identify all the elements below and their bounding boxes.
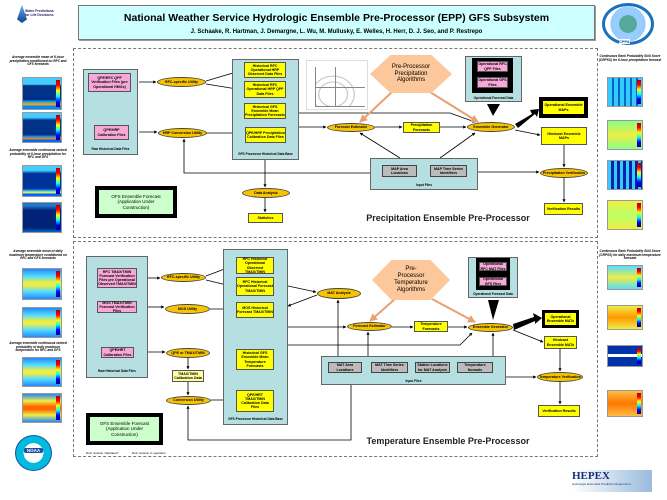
- crpss-heatmap: [607, 120, 643, 150]
- precip-gfs-file[interactable]: Historical GFS Ensemble Mean Precipitati…: [244, 103, 286, 119]
- temp-section-title: Temperature Ensemble Pre-Processor: [366, 436, 530, 446]
- crpss-heatmap: [607, 390, 643, 417]
- temp-calibration-data[interactable]: TMAX/TMIN Calibration Data: [172, 370, 204, 382]
- temp-heatmap: [22, 393, 62, 423]
- temp-forecast-estimator[interactable]: Forecast Estimator: [347, 322, 392, 331]
- temp-forecasts[interactable]: Temperature Forecasts: [414, 321, 448, 332]
- right-chart-title: Continuous Rank Probability Skill Score …: [598, 54, 662, 62]
- crpss-heatmap: [607, 77, 643, 107]
- precip-forecast-estimator[interactable]: Forecast Estimator: [327, 123, 375, 132]
- left-chart-title: Average ensemble mean of daily maximum t…: [9, 249, 67, 261]
- crpss-heatmap: [607, 345, 643, 367]
- precip-ensemble-generator[interactable]: Ensemble Generator: [467, 122, 515, 132]
- precip-gfs-file[interactable]: QPE/HRP Precipitation Calibration Data F…: [245, 127, 286, 143]
- temp-input-file[interactable]: Temperature Normals: [457, 362, 493, 373]
- precip-input-file[interactable]: MAP Time Series Identifiers: [430, 165, 467, 177]
- precip-verification[interactable]: Precipitation Verification: [540, 168, 588, 178]
- noaa-logo: NOAA: [15, 435, 52, 471]
- temp-heatmap: [22, 268, 62, 300]
- cppa-logo: CPPA: [602, 3, 654, 45]
- temp-rfc-utility[interactable]: RFC-specific Utility: [161, 273, 206, 282]
- precip-statistics[interactable]: Statistics: [248, 213, 283, 223]
- temp-verification[interactable]: Temperature Verification: [537, 372, 583, 382]
- temp-heatmap: [22, 357, 62, 387]
- water-predictions-logo: Water Predictions for Life Decisions: [5, 5, 55, 27]
- temp-operational-ensemble[interactable]: Operational Ensemble MATs: [542, 310, 579, 328]
- temp-mos-utility[interactable]: MOS Utility: [165, 304, 210, 314]
- temp-input-file[interactable]: MAT Area Locations: [328, 362, 362, 373]
- temp-tmax-utility[interactable]: QPE or TMAX/TMIN: [166, 348, 210, 358]
- temp-hindcast-ensemble[interactable]: Hindcast Ensemble MATs: [544, 336, 577, 349]
- temp-gfs-file[interactable]: MOS Historical Forecast TMAX/TMIN: [236, 302, 274, 318]
- title-banner: National Weather Service Hydrologic Ense…: [78, 5, 595, 40]
- temp-gfs-file[interactable]: QPE/HRT TMAX/TMIN Calibration Data Files: [236, 390, 274, 412]
- temp-gfs-file[interactable]: RFC Historical Operational Observed TMAX…: [236, 257, 274, 274]
- temp-gfs-file[interactable]: Historical GFS Ensemble Mean Temperature…: [236, 349, 274, 370]
- precip-section-title: Precipitation Ensemble Pre-Processor: [366, 213, 530, 223]
- precip-heatmap: [22, 165, 62, 197]
- precip-input-file[interactable]: MAP Area Locations: [382, 165, 417, 177]
- temp-input-file[interactable]: MAT Time Series Identifiers: [371, 362, 408, 373]
- temp-raw-file[interactable]: RFC TMAX/TMIN Forecast Verification File…: [97, 268, 137, 288]
- temp-gfs-file[interactable]: RFC Historical Operational Forecast TMAX…: [236, 277, 274, 296]
- precip-ofs-box: OFS Ensemble Forecast (Application Under…: [95, 186, 177, 218]
- authors: J. Schaake, R. Hartman, J. Demargne, L. …: [190, 29, 483, 35]
- temp-input-file[interactable]: Station Locations for MAT Analysis: [415, 362, 450, 373]
- temp-raw-file[interactable]: QPE/HRT Calibration Files: [101, 347, 134, 358]
- page-title: National Weather Service Hydrologic Ense…: [123, 12, 550, 24]
- crpss-heatmap: [607, 265, 643, 290]
- precip-section: [73, 48, 598, 238]
- crpss-heatmap: [607, 160, 643, 190]
- temp-note: DoC revision in operation: [132, 451, 166, 455]
- precip-op-file[interactable]: Operational RFC QPF Files: [477, 61, 508, 72]
- precip-heatmap: [22, 202, 62, 233]
- left-chart-title: Average ensemble continuous ranked proba…: [9, 341, 67, 353]
- precip-rfc-utility[interactable]: RFC-specific Utility: [157, 77, 206, 87]
- precip-forecasts[interactable]: Precipitation Forecasts: [403, 122, 440, 133]
- temp-mat-analysis[interactable]: MAT Analysis: [317, 288, 361, 299]
- temp-section: [73, 241, 598, 457]
- temp-ensemble-generator[interactable]: Ensemble Generator: [468, 323, 513, 332]
- precip-heatmap: [22, 77, 62, 110]
- temp-verification-results[interactable]: Verification Results: [538, 405, 580, 417]
- precip-op-file[interactable]: Operational GFS Files: [477, 77, 508, 88]
- temp-op-file[interactable]: Operational GFS Files: [479, 277, 507, 286]
- temp-heatmap: [22, 307, 62, 338]
- left-chart-title: Average ensemble continuous ranked proba…: [9, 148, 67, 160]
- temp-note: DoC revision "tabulated": [86, 451, 119, 455]
- precip-operational-ensemble[interactable]: Operational Ensemble MAPs: [539, 97, 588, 118]
- precip-raw-file[interactable]: QPE/RFC QPF Verification Files (pre Oper…: [88, 73, 131, 92]
- precip-hindcast-ensemble[interactable]: Hindcast Ensemble MAPs: [541, 127, 587, 145]
- precip-heatmap: [22, 112, 62, 143]
- precip-raw-file[interactable]: QPE/HRP Calibration Files: [94, 125, 129, 140]
- crpss-heatmap: [607, 200, 643, 230]
- temp-raw-file[interactable]: MOS TMAX/TMIN Forecast Verification File…: [97, 301, 137, 313]
- left-chart-title: Average ensemble mean of 6-hour precipit…: [9, 55, 67, 67]
- hepex-logo: HEPEX Hydrologic Ensemble Prediction Exp…: [572, 470, 652, 492]
- precip-data-analysis[interactable]: Data Analysis: [242, 188, 290, 198]
- precip-verification-results[interactable]: Verification Results: [544, 203, 583, 215]
- temp-ofs-box: OFS Ensemble Forecast (Application Under…: [86, 413, 163, 445]
- crpss-heatmap: [607, 305, 643, 330]
- temp-conversion-utility[interactable]: Conversion Utility: [166, 396, 211, 405]
- right-chart-title: Continuous Rank Probability Skill Score …: [599, 249, 661, 261]
- precip-gfs-file[interactable]: Historical RFC Operational HRP Observed …: [244, 62, 286, 78]
- scatter-plot-image: [306, 60, 368, 110]
- temp-op-file[interactable]: Operational RFC MAT Files: [479, 262, 507, 271]
- precip-hrp-utility[interactable]: HRP Conversion Utility: [158, 128, 207, 138]
- precip-gfs-file[interactable]: Historical RFC Operational HRP QPF Data …: [244, 81, 286, 98]
